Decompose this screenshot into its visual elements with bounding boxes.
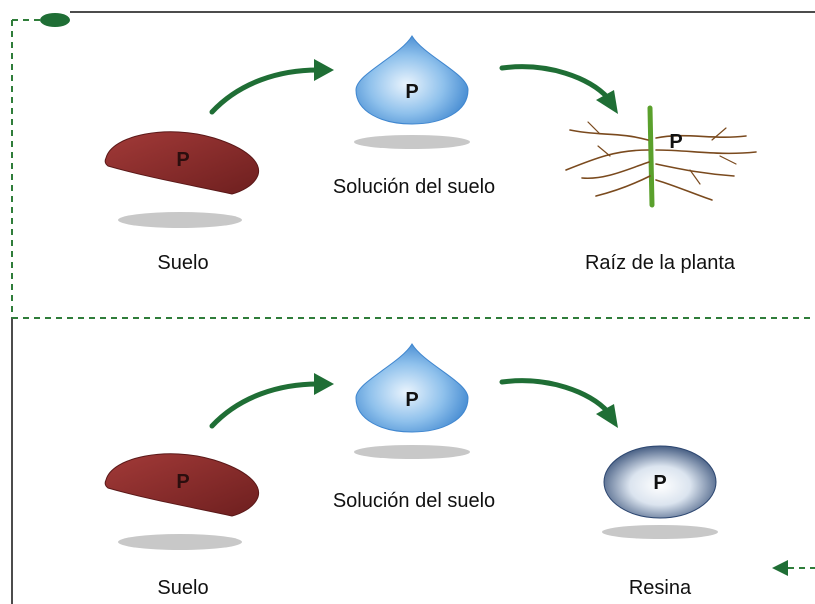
drop-p-symbol: P <box>405 81 418 103</box>
water-drop <box>355 343 469 433</box>
label-bottom-resina: Resina <box>628 577 692 599</box>
label-bottom-suelo: Suelo <box>157 577 209 599</box>
water-drop <box>355 35 469 125</box>
soil-clod <box>104 131 260 195</box>
soil-clod <box>104 453 260 517</box>
arrow-soil-to-solution-head <box>314 59 334 81</box>
resin-bead <box>603 445 717 519</box>
panel-frame <box>11 11 815 604</box>
top-panel: P P P <box>104 35 757 228</box>
arrow-soil-to-solution <box>209 67 321 115</box>
root-p-symbol: P <box>669 131 682 153</box>
dashed-right-arrowhead <box>772 560 788 576</box>
label-top-solucion: Solución del suelo <box>332 176 496 198</box>
plant-root <box>565 105 757 208</box>
soil-p-symbol: P <box>176 149 189 171</box>
soil-shadow <box>118 212 242 228</box>
label-top-suelo: Suelo <box>157 252 209 274</box>
drop-shadow <box>354 135 470 149</box>
soil-p-symbol: P <box>176 471 189 493</box>
resin-p-symbol: P <box>653 472 666 494</box>
bottom-panel: P P P <box>104 343 718 550</box>
drop-shadow <box>354 445 470 459</box>
dashed-start-dot <box>40 13 70 27</box>
arrow-soil-to-solution <box>209 381 321 429</box>
soil-shadow <box>118 534 242 550</box>
arrow-solution-to-root-head <box>596 90 618 114</box>
label-top-raiz: Raíz de la planta <box>584 252 736 274</box>
drop-p-symbol: P <box>405 389 418 411</box>
arrow-solution-to-resin-head <box>596 404 618 428</box>
resin-shadow <box>602 525 718 539</box>
arrow-solution-to-resin <box>499 378 611 415</box>
arrow-solution-to-root <box>499 64 611 101</box>
label-bottom-solucion: Solución del suelo <box>332 490 496 512</box>
arrow-soil-to-solution-head <box>314 373 334 395</box>
